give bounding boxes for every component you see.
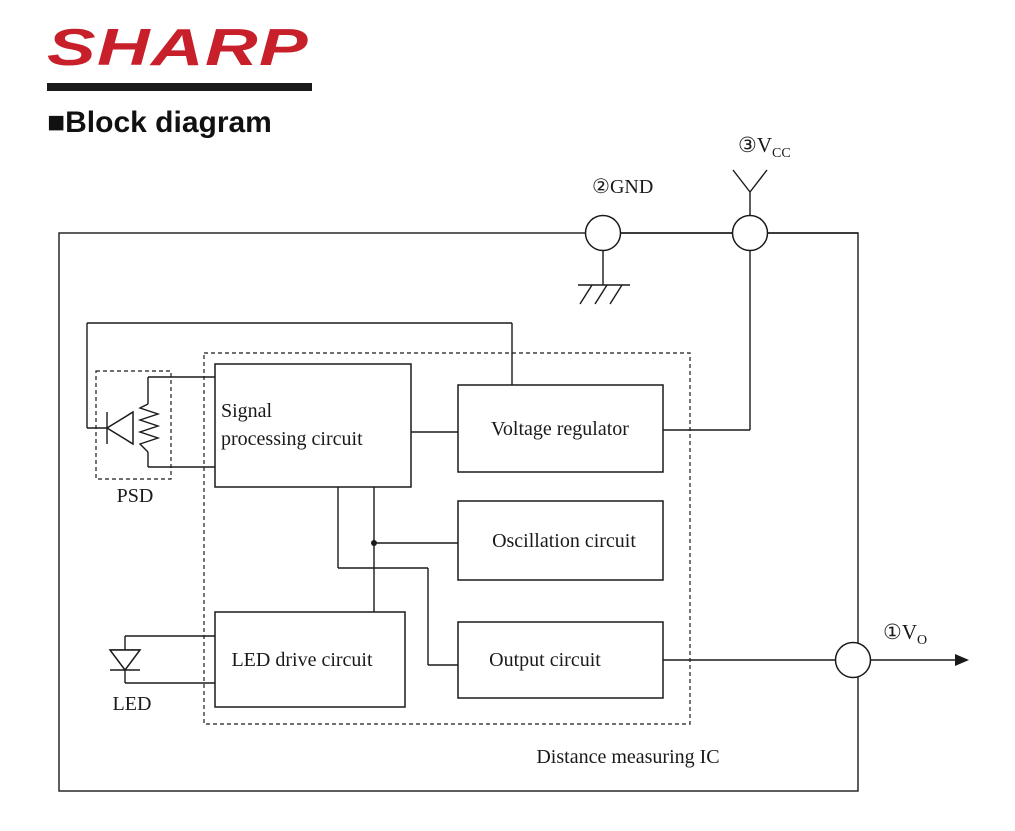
arrow-right-icon (955, 654, 969, 666)
gnd-pin-terminal (584, 214, 622, 252)
signal-processing-block (214, 363, 412, 488)
psd-label: PSD (117, 485, 154, 507)
wiring (86, 232, 955, 684)
voltage-regulator-label: Voltage regulator (491, 418, 629, 440)
oscillation-circuit-block (457, 500, 664, 581)
ground-icon (578, 284, 630, 305)
led-drive-block (214, 611, 406, 708)
output-circuit-label: Output circuit (489, 649, 601, 671)
section-title: ■Block diagram (47, 106, 272, 139)
oscillation-circuit-label: Oscillation circuit (492, 530, 636, 552)
led-drive-label: LED drive circuit (231, 649, 372, 671)
signal-processing-label-line1: Signal (221, 400, 273, 422)
module-outline (58, 232, 859, 792)
output-circuit-block (457, 621, 664, 699)
sharp-logo: SHARP (47, 19, 309, 77)
title-text: Block diagram (65, 106, 272, 139)
psd-boundary (95, 370, 172, 480)
ic-label: Distance measuring IC (536, 746, 719, 768)
ic-boundary (203, 352, 691, 725)
vcc-pin-label: ③VCC (738, 133, 791, 161)
logo-underline (47, 83, 312, 91)
vo-pin-label: ①VO (883, 620, 927, 648)
led-label: LED (113, 693, 152, 715)
gnd-pin-label: ②GND (592, 176, 653, 198)
psd-diode-icon (105, 403, 161, 453)
signal-processing-label-line2: processing circuit (221, 428, 363, 450)
led-diode-icon (108, 649, 142, 672)
title-marker: ■ (47, 106, 65, 139)
antenna-icon (732, 169, 768, 216)
vo-pin-terminal (834, 641, 872, 679)
voltage-regulator-block (457, 384, 664, 473)
vcc-pin-terminal (731, 214, 769, 252)
